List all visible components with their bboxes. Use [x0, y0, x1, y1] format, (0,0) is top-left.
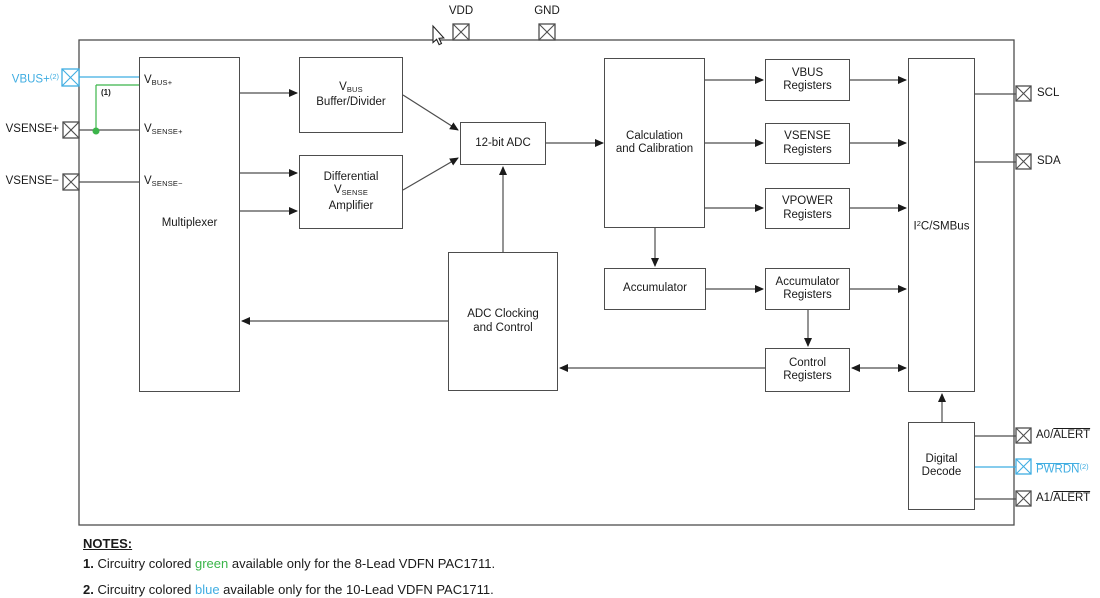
pin-pwrdn	[1015, 458, 1032, 475]
block-vbus-registers: VBUS Registers	[765, 59, 850, 101]
pin-gnd	[538, 23, 556, 41]
block-i2c-smbus: I2C/SMBus	[908, 58, 975, 392]
pin-vsense-minus	[62, 173, 80, 191]
pin-label-scl: SCL	[1037, 87, 1060, 99]
note-1: 1. Circuitry colored green available onl…	[83, 556, 496, 571]
green-junction-dot	[92, 127, 100, 135]
mux-input-vsense-plus: VSENSE+	[144, 123, 183, 136]
pin-vdd	[452, 23, 470, 41]
pin-label-vdd: VDD	[448, 5, 474, 17]
block-control-registers: Control Registers	[765, 348, 850, 392]
pin-vbus-plus	[61, 68, 80, 87]
pin-label-gnd: GND	[534, 5, 560, 17]
pin-scl	[1015, 85, 1032, 102]
pin-label-a1-alert: A1/ALERT	[1036, 492, 1091, 504]
block-multiplexer-label: Multiplexer	[161, 217, 218, 229]
pin-vsense-plus	[62, 121, 80, 139]
block-adc-clocking-control: ADC Clocking and Control	[448, 252, 558, 391]
pin-a1-alert	[1015, 490, 1032, 507]
pin-label-vsense-minus: VSENSE−	[5, 175, 59, 187]
pin-label-a0-alert: A0/ALERT	[1036, 429, 1091, 441]
block-vsense-registers: VSENSE Registers	[765, 123, 850, 164]
block-vbus-buffer-divider: VBUS Buffer/Divider	[299, 57, 403, 133]
block-digital-decode: Digital Decode	[908, 422, 975, 510]
pin-sda	[1015, 153, 1032, 170]
arrow-diffamp-to-adc	[402, 157, 459, 191]
arrow-buffer-to-adc	[402, 94, 459, 131]
pin-label-vbus-plus: VBUS+(2)	[11, 72, 59, 86]
mux-input-vbus: VBUS+	[144, 74, 173, 87]
notes-heading: NOTES:	[83, 536, 133, 551]
green-wire-note-ref: (1)	[101, 88, 111, 97]
block-12bit-adc: 12-bit ADC	[460, 122, 546, 165]
pin-label-vsense-plus: VSENSE+	[5, 123, 59, 135]
note-2: 2. Circuitry colored blue available only…	[83, 582, 494, 597]
block-differential-vsense-amplifier: Differential VSENSE Amplifier	[299, 155, 403, 229]
mux-input-vsense-minus: VSENSE−	[144, 175, 183, 188]
block-vpower-registers: VPOWER Registers	[765, 188, 850, 229]
block-accumulator: Accumulator	[604, 268, 706, 310]
mouse-cursor-icon	[432, 24, 445, 46]
pin-a0-alert	[1015, 427, 1032, 444]
pin-label-pwrdn: PWRDN(2)	[1036, 462, 1089, 476]
pin-label-sda: SDA	[1037, 155, 1061, 167]
block-calculation-calibration: Calculation and Calibration	[604, 58, 705, 228]
block-multiplexer	[139, 57, 240, 392]
block-accumulator-registers: Accumulator Registers	[765, 268, 850, 310]
